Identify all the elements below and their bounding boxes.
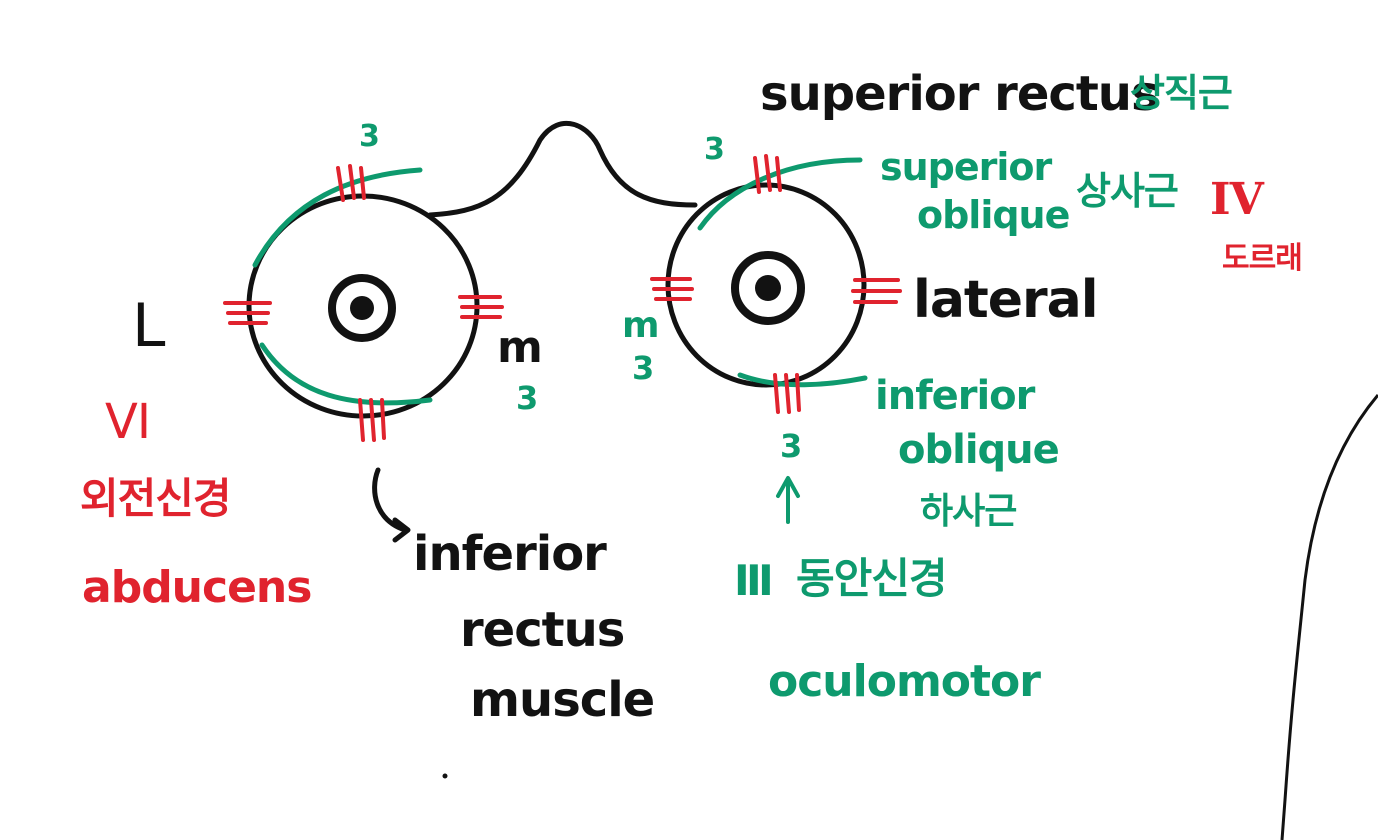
right-inferior-rectus-marks	[773, 373, 801, 414]
superior-rectus-korean: 상직근	[1130, 71, 1233, 115]
nerve-vi-korean: 외전신경	[80, 474, 232, 523]
left-superior-oblique-curve	[252, 167, 423, 268]
superior-oblique-line1: superior	[880, 145, 1052, 189]
glasses-bridge	[427, 120, 698, 218]
right-inferior-oblique-curve	[737, 372, 868, 388]
superior-rectus-label: superior rectus	[760, 66, 1160, 122]
num-3-bottom-right: 3	[780, 427, 802, 465]
inferior-oblique-line1: inferior	[875, 373, 1035, 419]
nerve-iv-korean: 도르래	[1222, 241, 1303, 276]
medial-label-left: m	[497, 322, 543, 373]
board-speck	[442, 773, 448, 779]
nerve-iii-korean: 동안신경	[796, 554, 948, 603]
abducens-label: abducens	[82, 562, 312, 613]
medial-3-right: 3	[632, 349, 654, 387]
right-superior-rectus-marks	[753, 154, 782, 194]
nerve-vi-numeral: VI	[105, 394, 151, 450]
num-3-top-right: 3	[704, 132, 725, 167]
inferior-rectus-arrow	[372, 467, 411, 543]
inferior-rectus-line2: rectus	[460, 602, 625, 658]
left-lateral-rectus-marks	[223, 301, 272, 325]
right-superior-oblique-curve	[697, 157, 863, 231]
left-inferior-rectus-marks	[358, 398, 386, 442]
right-eye-pupil	[755, 275, 781, 301]
num-3-top-left: 3	[359, 119, 380, 154]
superior-oblique-korean: 상사근	[1076, 169, 1179, 213]
superior-oblique-line2: oblique	[917, 193, 1070, 237]
left-eye-pupil	[350, 296, 374, 320]
nerve-iv-numeral: IV	[1210, 174, 1264, 225]
left-superior-rectus-marks	[336, 164, 366, 202]
left-medial-rectus-marks	[458, 295, 504, 319]
oculomotor-label: oculomotor	[768, 656, 1041, 707]
left-eye-iris	[328, 274, 396, 342]
left-side-label: L	[132, 291, 165, 361]
oculomotor-arrow	[776, 476, 800, 524]
right-medial-rectus-marks	[650, 277, 694, 301]
right-edge-outline	[1280, 394, 1378, 840]
lateral-label: lateral	[913, 270, 1099, 330]
right-lateral-rectus-marks	[851, 278, 902, 304]
nerve-iii-numeral: Ⅲ	[734, 556, 774, 605]
inferior-rectus-line3: muscle	[470, 672, 655, 728]
inferior-oblique-line2: oblique	[898, 427, 1060, 473]
medial-3-left: 3	[516, 379, 538, 417]
right-eye-outline	[665, 182, 867, 388]
medial-m-right: m	[622, 305, 660, 346]
inferior-rectus-line1: inferior	[413, 526, 607, 582]
left-inferior-oblique-curve	[259, 342, 433, 406]
right-eye-iris	[731, 251, 805, 325]
inferior-oblique-korean: 하사근	[920, 491, 1017, 532]
